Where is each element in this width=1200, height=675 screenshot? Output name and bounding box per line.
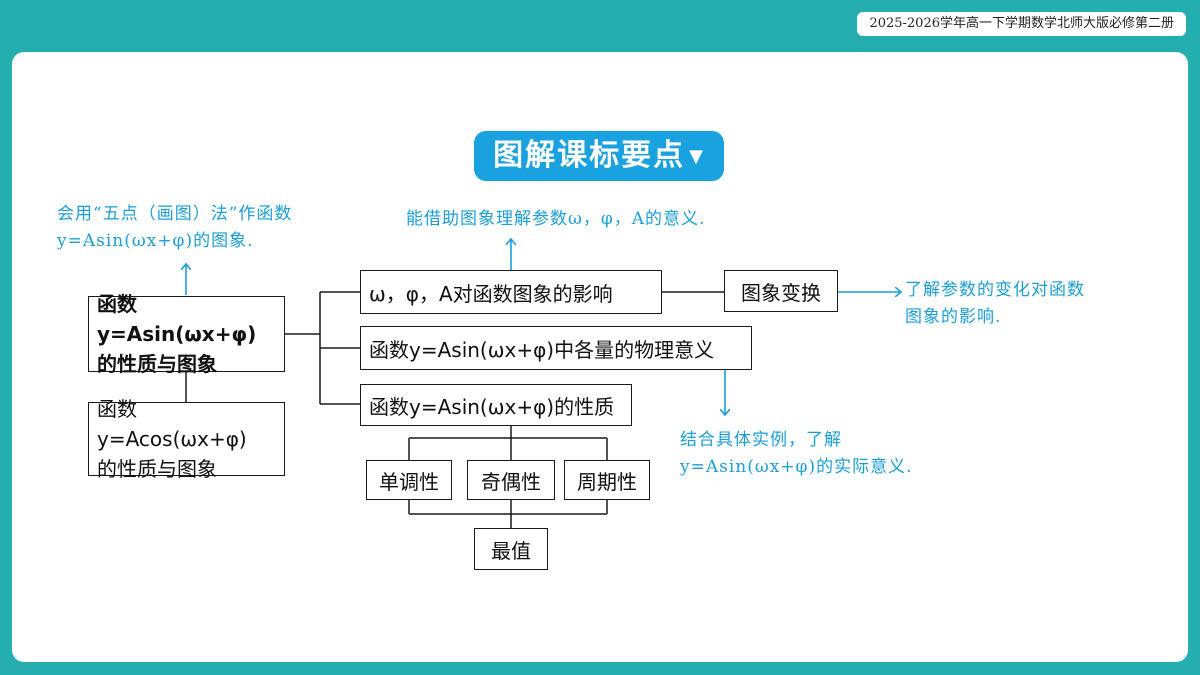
note-params-line: 能借助图象理解参数ω，φ，A的意义.: [406, 209, 706, 229]
box-periodic-text: 周期性: [577, 469, 637, 494]
box-parity: 奇偶性: [467, 460, 555, 500]
box-sine-properties: 函数y=Asin(ωx+φ) 的性质与图象: [88, 292, 285, 376]
note-five-point-line2: y=Asin(ωx+φ)的图象.: [57, 231, 254, 251]
box-monotonic: 单调性: [366, 460, 452, 500]
box-monotonic-text: 单调性: [379, 469, 439, 494]
box-sine-line2: 的性质与图象: [97, 352, 217, 376]
section-title: 图解课标要点▼: [474, 131, 724, 181]
note-practical-line1: 结合具体实例，了解: [680, 430, 842, 450]
box-cosine-line2: 的性质与图象: [97, 457, 217, 481]
header-band: 2025-2026学年高一下学期数学北师大版必修第二册: [0, 0, 1200, 50]
section-title-text: 图解课标要点: [493, 138, 686, 173]
note-five-point-line1: 会用“五点（画图）法”作函数: [57, 204, 293, 224]
box-properties: 函数y=Asin(ωx+φ)的性质: [360, 384, 632, 426]
box-cosine-line1: 函数y=Acos(ωx+φ): [97, 397, 247, 451]
box-properties-text: 函数y=Asin(ωx+φ)的性质: [369, 394, 615, 419]
box-effect-text: ω，φ，A对函数图象的影响: [369, 281, 613, 306]
box-extremum-text: 最值: [491, 538, 531, 563]
box-physical-text: 函数y=Asin(ωx+φ)中各量的物理意义: [369, 337, 715, 362]
box-transform: 图象变换: [724, 270, 838, 312]
triangle-down-icon: ▼: [689, 145, 705, 167]
note-change-line2: 图象的影响.: [905, 307, 1002, 327]
box-effect: ω，φ，A对函数图象的影响: [360, 270, 662, 314]
note-change: 了解参数的变化对函数 图象的影响.: [905, 277, 1085, 331]
box-extremum: 最值: [474, 528, 548, 570]
course-tag: 2025-2026学年高一下学期数学北师大版必修第二册: [857, 12, 1186, 36]
note-five-point: 会用“五点（画图）法”作函数 y=Asin(ωx+φ)的图象.: [57, 201, 292, 255]
box-cosine-properties: 函数y=Acos(ωx+φ) 的性质与图象: [88, 397, 285, 481]
box-periodic: 周期性: [564, 460, 650, 500]
box-parity-text: 奇偶性: [481, 469, 541, 494]
note-params: 能借助图象理解参数ω，φ，A的意义.: [406, 206, 705, 233]
note-change-line1: 了解参数的变化对函数: [905, 280, 1085, 300]
box-physical-meaning: 函数y=Asin(ωx+φ)中各量的物理意义: [360, 326, 752, 370]
note-practical-line2: y=Asin(ωx+φ)的实际意义.: [680, 457, 913, 477]
box-transform-text: 图象变换: [741, 280, 821, 305]
box-sine-line1: 函数y=Asin(ωx+φ): [97, 292, 257, 346]
note-practical: 结合具体实例，了解 y=Asin(ωx+φ)的实际意义.: [680, 427, 913, 481]
